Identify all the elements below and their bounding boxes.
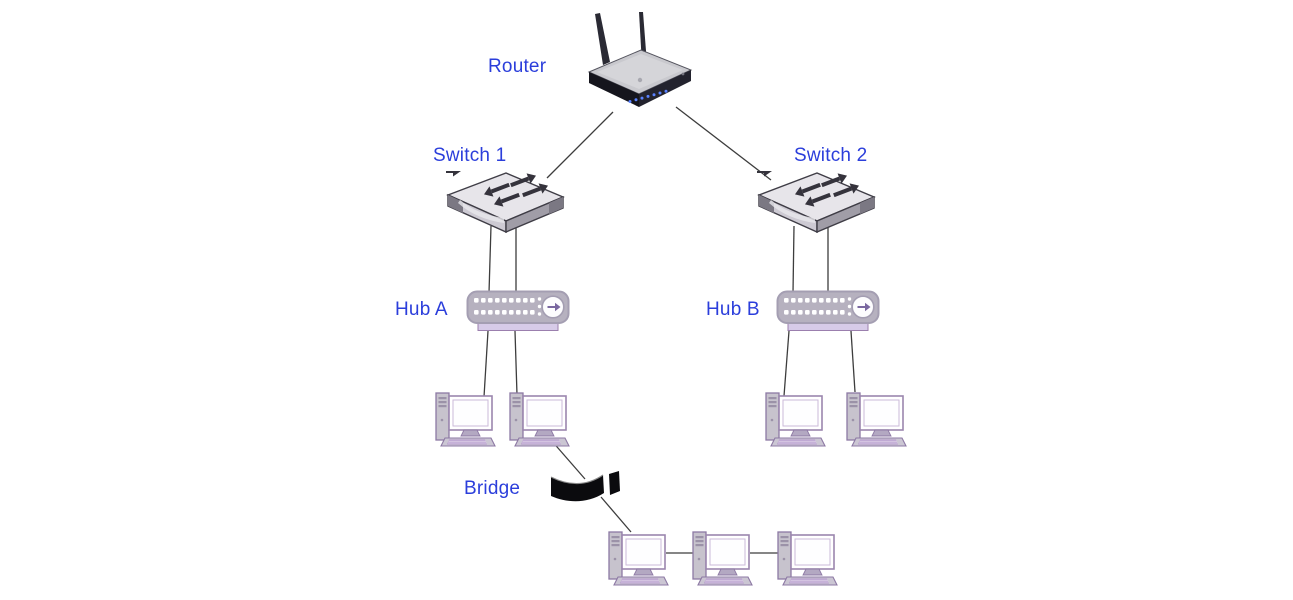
computer-icon — [608, 531, 669, 586]
computer-icon — [509, 392, 570, 447]
computer-icon — [692, 531, 753, 586]
link-router-switch2 — [675, 106, 772, 181]
hub-icon — [776, 290, 880, 332]
node-pc-c1 — [607, 527, 670, 587]
node-pc-c3 — [776, 527, 839, 587]
link-hubb-pc-b1 — [783, 330, 790, 397]
switch1-label: Switch 1 — [433, 145, 507, 166]
node-pc-b1 — [764, 388, 827, 448]
node-switch2 — [757, 171, 876, 233]
node-hub-b — [776, 290, 880, 332]
node-bridge — [549, 470, 629, 506]
node-pc-a1 — [434, 388, 497, 448]
link-huba-pc-a1 — [483, 330, 489, 398]
link-hubb-pc-b2 — [850, 330, 856, 393]
switch-icon — [757, 171, 876, 233]
bridge-label: Bridge — [464, 478, 521, 499]
hub-b-label: Hub B — [706, 299, 760, 320]
node-pc-a2 — [508, 388, 571, 448]
computer-icon — [777, 531, 838, 586]
switch-icon — [446, 171, 565, 233]
node-pc-c2 — [691, 527, 754, 587]
computer-icon — [765, 392, 826, 447]
hub-icon — [466, 290, 570, 332]
router-label: Router — [488, 56, 547, 77]
node-router — [583, 10, 695, 116]
link-switch2-hubb-1 — [792, 225, 795, 294]
bridge-icon — [550, 471, 620, 502]
node-switch1 — [446, 171, 565, 233]
link-huba-pc-a2 — [514, 330, 518, 396]
link-router-switch1 — [546, 111, 614, 179]
computer-icon — [846, 392, 907, 447]
link-switch1-huba-1 — [488, 225, 492, 294]
link-bridge-pc-c1 — [600, 496, 632, 533]
computer-icon — [435, 392, 496, 447]
node-pc-b2 — [845, 388, 908, 448]
hub-a-label: Hub A — [395, 299, 448, 320]
node-hub-a — [466, 290, 570, 332]
switch2-label: Switch 2 — [794, 145, 868, 166]
wireless-router-icon — [587, 12, 693, 107]
